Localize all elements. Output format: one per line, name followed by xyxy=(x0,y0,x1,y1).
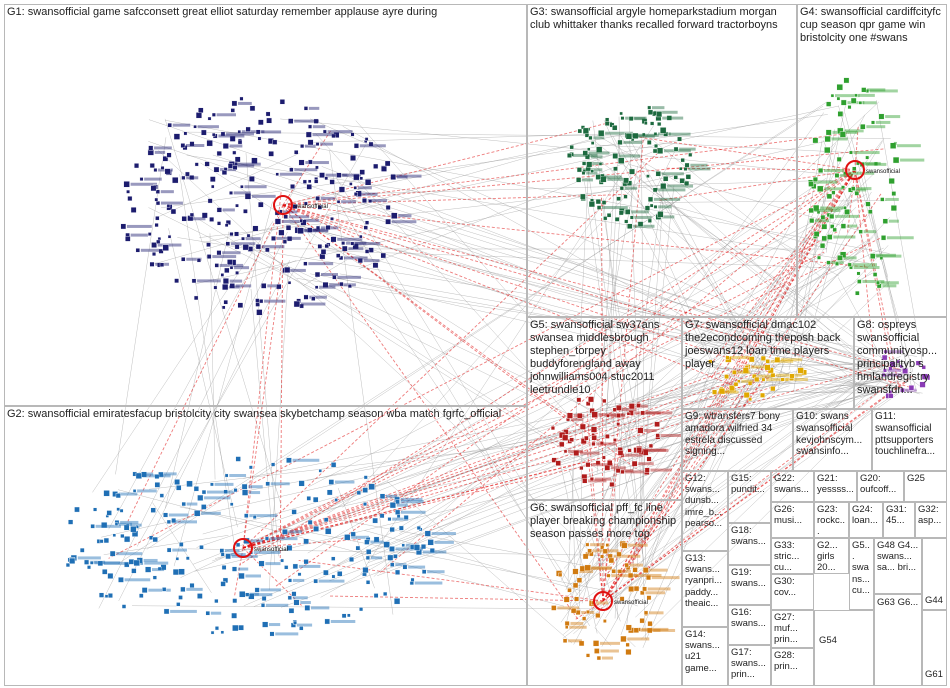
group-g31-box: G31: 45... xyxy=(883,502,915,538)
group-g4-box: G4: swansofficial cardiffcityfc cup seas… xyxy=(797,4,947,317)
cluster-g8-nodes xyxy=(881,349,931,399)
group-g19-box: G19: swans... xyxy=(728,565,771,605)
group-g5-label: G5: swansofficial sw37ans swansea middle… xyxy=(530,319,663,396)
group-g19-label: G19: swans... xyxy=(731,567,766,590)
group-g48-box: G48 G4... swans... sa... bri... xyxy=(874,538,922,594)
group-g8-label: G8: ospreys swansofficial communityosp..… xyxy=(857,319,941,396)
hub-node-3 xyxy=(593,591,613,611)
group-g63-label: G63 G6... xyxy=(877,597,919,608)
group-g23-box: G23: rockc... loan... xyxy=(814,502,849,538)
group-g25-box: G25 xyxy=(904,471,947,502)
group-g12-box: G12: swans... dunsb... imre_b... pearso.… xyxy=(682,471,728,551)
group-g6-label: G6: swansofficial pff_fc line player bre… xyxy=(530,502,680,540)
group-g5-box: G5: swansofficial sw37ans swansea middle… xyxy=(527,317,682,500)
group-g14-box: G14: swans... u21 game... xyxy=(682,627,728,686)
group-g25-label: G25 xyxy=(907,473,925,484)
hub-label-1: swansofficial xyxy=(294,204,328,210)
group-g17-box: G17: swans... prin... xyxy=(728,645,771,686)
group-g23-label: G23: rockc... loan... xyxy=(817,504,845,538)
group-g33-box: G33: stric... cu... xyxy=(771,538,814,574)
group-g16-box: G16: swans... xyxy=(728,605,771,645)
group-g1-label: G1: swansofficial game safcconsett great… xyxy=(7,6,438,18)
group-g32-label: G32: asp... xyxy=(918,504,942,527)
hub-node-4 xyxy=(845,160,865,180)
group-g13-box: G13: swans... ryanpri... paddy... theaic… xyxy=(682,551,728,627)
group-g4-label: G4: swansofficial cardiffcityfc cup seas… xyxy=(800,6,944,44)
group-g10-box: G10: swans swansofficial kevjohnscym... … xyxy=(793,409,872,471)
group-g27-label: G27: muf... prin... xyxy=(774,612,801,646)
group-g20-label: G20: oufcoff... xyxy=(860,473,897,496)
group-g24-label: G24: loan... xyxy=(852,504,878,527)
group-g44-box: G44 xyxy=(922,538,947,610)
group-g27-box: G27: muf... prin... xyxy=(771,610,814,648)
group-g9-label: G9: wtransfers7 bony amadora wilfried 34… xyxy=(685,411,783,458)
group-g54-box: G54 xyxy=(814,610,874,686)
group-g30-box: G30: cov... xyxy=(771,574,814,610)
group-g2-label: G2: swansofficial emiratesfacup bristolc… xyxy=(7,408,502,420)
hub-node-2 xyxy=(233,538,253,558)
group-g63-box: G63 G6... xyxy=(874,594,922,686)
cluster-g1-nodes xyxy=(120,96,422,316)
group-g54-label: G54 xyxy=(819,635,837,646)
group-g9-box: G9: wtransfers7 bony amadora wilfried 34… xyxy=(682,409,793,471)
group-g21-label: G21: yessss... xyxy=(817,473,854,496)
group-g16-label: G16: swans... xyxy=(731,607,766,630)
hub-label-3: swansofficial xyxy=(614,600,648,606)
group-g48-label: G48 G4... swans... sa... bri... xyxy=(877,540,921,574)
group-g1-box: G1: swansofficial game safcconsett great… xyxy=(4,4,527,406)
group-g10-label: G10: swans swansofficial kevjohnscym... … xyxy=(796,411,865,458)
group-g29-box: G2... girls 20... xyxy=(814,538,849,574)
cluster-g3-nodes xyxy=(567,105,711,230)
group-g8-box: G8: ospreys swansofficial communityosp..… xyxy=(854,317,947,409)
group-g20-box: G20: oufcoff... xyxy=(857,471,904,502)
group-g12-label: G12: swans... dunsb... imre_b... pearso.… xyxy=(685,473,725,529)
group-g22-label: G22: swans... xyxy=(774,473,809,496)
group-g32-box: G32: asp... xyxy=(915,502,947,538)
cluster-g2-nodes xyxy=(65,456,456,637)
hub-label-2: swansofficial xyxy=(254,547,288,553)
group-g28-label: G28: prin... xyxy=(774,650,798,673)
cluster-g4-nodes xyxy=(807,77,925,296)
group-g31-label: G31: 45... xyxy=(886,504,910,527)
group-g11-box: G11: swansofficial pttsupporters touchli… xyxy=(872,409,947,471)
group-g17-label: G17: swans... prin... xyxy=(731,647,769,681)
group-g18-box: G18: swans... xyxy=(728,523,771,565)
group-g61-label: G61 xyxy=(925,669,943,680)
group-g5x-box: G5... swans... cu... xyxy=(849,538,874,610)
group-g24-box: G24: loan... xyxy=(849,502,883,538)
group-g7-box: G7: swansofficial dmac102 the2econdcomin… xyxy=(682,317,854,409)
group-g14-label: G14: swans... u21 game... xyxy=(685,629,723,674)
group-g3-label: G3: swansofficial argyle homeparkstadium… xyxy=(530,6,780,31)
group-g5x-label: G5... swans... cu... xyxy=(852,540,873,596)
group-g3-box: G3: swansofficial argyle homeparkstadium… xyxy=(527,4,797,317)
group-g11-label: G11: swansofficial pttsupporters touchli… xyxy=(875,411,937,458)
group-g28-box: G28: prin... xyxy=(771,648,814,686)
group-g7-label: G7: swansofficial dmac102 the2econdcomin… xyxy=(685,319,844,370)
hub-node-1 xyxy=(273,195,293,215)
cluster-g7-nodes xyxy=(708,355,808,402)
group-g29-label: G2... girls 20... xyxy=(817,540,841,574)
group-g30-label: G30: cov... xyxy=(774,576,798,599)
group-g61-box: G61 xyxy=(922,610,947,686)
group-g33-label: G33: stric... cu... xyxy=(774,540,802,574)
group-g22-box: G22: swans... xyxy=(771,471,814,502)
group-g6-box: G6: swansofficial pff_fc line player bre… xyxy=(527,500,682,686)
group-g21-box: G21: yessss... xyxy=(814,471,857,502)
hub-label-4: swansofficial xyxy=(866,169,900,175)
group-g13-label: G13: swans... ryanpri... paddy... theaic… xyxy=(685,553,725,609)
group-g44-label: G44 xyxy=(925,595,943,606)
group-g15-box: G15: pundit... xyxy=(728,471,771,523)
group-g18-label: G18: swans... xyxy=(731,525,766,548)
cluster-g5-nodes xyxy=(550,396,682,487)
group-g26-label: G26: musi... xyxy=(774,504,802,527)
group-g15-label: G15: pundit... xyxy=(731,473,765,496)
group-g26-box: G26: musi... xyxy=(771,502,814,538)
group-g2-box: G2: swansofficial emiratesfacup bristolc… xyxy=(4,406,527,686)
